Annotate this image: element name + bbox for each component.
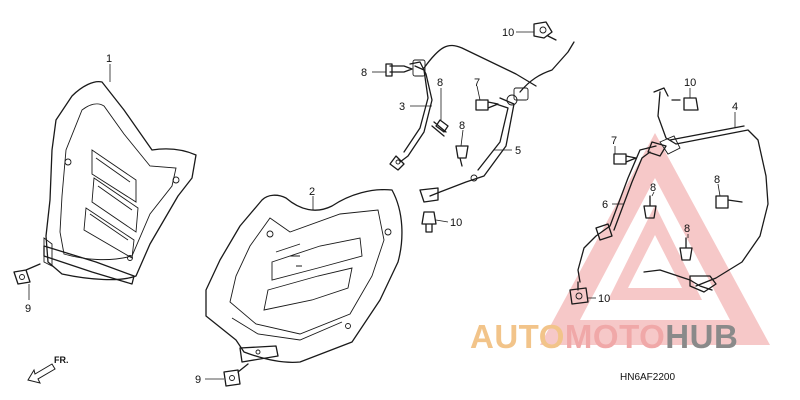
front-arrow-label: FR.	[54, 355, 69, 365]
watermark-triangle	[540, 133, 770, 345]
bolt-group	[13, 21, 743, 387]
leader-lines	[28, 31, 736, 380]
callout-8a: 8	[361, 67, 367, 79]
callout-9a: 9	[25, 303, 31, 315]
watermark-text: AUTOMOTOHUB	[470, 318, 738, 355]
diagram-code: HN6AF2200	[620, 372, 675, 383]
callout-1: 1	[106, 53, 112, 65]
callout-8c: 8	[459, 120, 465, 132]
part-3-stay	[389, 44, 537, 171]
watermark-part-1: AUTO	[470, 318, 565, 355]
callout-8d: 8	[650, 182, 656, 194]
watermark-part-3: HUB	[665, 318, 738, 355]
callout-6: 6	[602, 199, 608, 211]
front-arrow-icon	[27, 363, 56, 384]
front-direction-indicator: FR.	[27, 355, 69, 384]
part-5-stay	[419, 41, 575, 203]
callout-5: 5	[515, 145, 521, 157]
callout-9b: 9	[195, 374, 201, 386]
callout-8f: 8	[684, 223, 690, 235]
callout-8e: 8	[714, 174, 720, 186]
callout-4: 4	[732, 101, 738, 113]
callout-10c: 10	[684, 77, 696, 89]
callout-10a: 10	[502, 27, 514, 39]
callout-labels: 1 2 3 4 5 6 7 7 8 8 8 8 8 8 9 9 10 10 10…	[25, 27, 738, 386]
callout-2: 2	[309, 186, 315, 198]
callout-7a: 7	[474, 77, 480, 89]
callout-7b: 7	[611, 135, 617, 147]
watermark-part-2: MOTO	[565, 318, 665, 355]
part-4-stay	[643, 87, 769, 293]
callout-10d: 10	[598, 293, 610, 305]
watermark-logo	[540, 133, 770, 345]
callout-8b: 8	[437, 77, 443, 89]
part-1-left-cover	[43, 80, 197, 285]
part-6-stay	[577, 141, 667, 283]
callout-3: 3	[399, 101, 405, 113]
callout-10b: 10	[450, 217, 462, 229]
part-2-center-cover	[205, 188, 403, 364]
